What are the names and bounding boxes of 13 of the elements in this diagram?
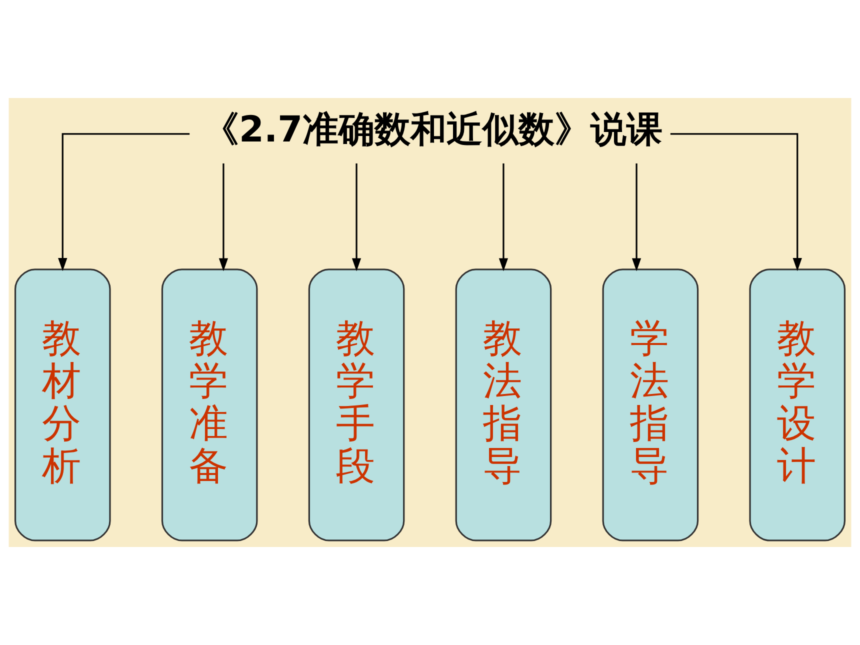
node-text: 《2.7准确数和近似数》说课 (203, 109, 663, 150)
arrow (58, 133, 190, 272)
arrow (218, 163, 228, 272)
node-box: 教材分析 (14, 268, 111, 542)
arrow (352, 163, 362, 272)
node-box: 教学手段 (308, 268, 405, 542)
node-box: 学法指导 (602, 268, 699, 542)
arrow (498, 163, 508, 272)
arrow (670, 133, 802, 272)
node-box: 教学设计 (749, 268, 846, 542)
node-box: 教法指导 (455, 268, 552, 542)
node-box: 教学准备 (161, 268, 258, 542)
arrow (632, 163, 642, 272)
